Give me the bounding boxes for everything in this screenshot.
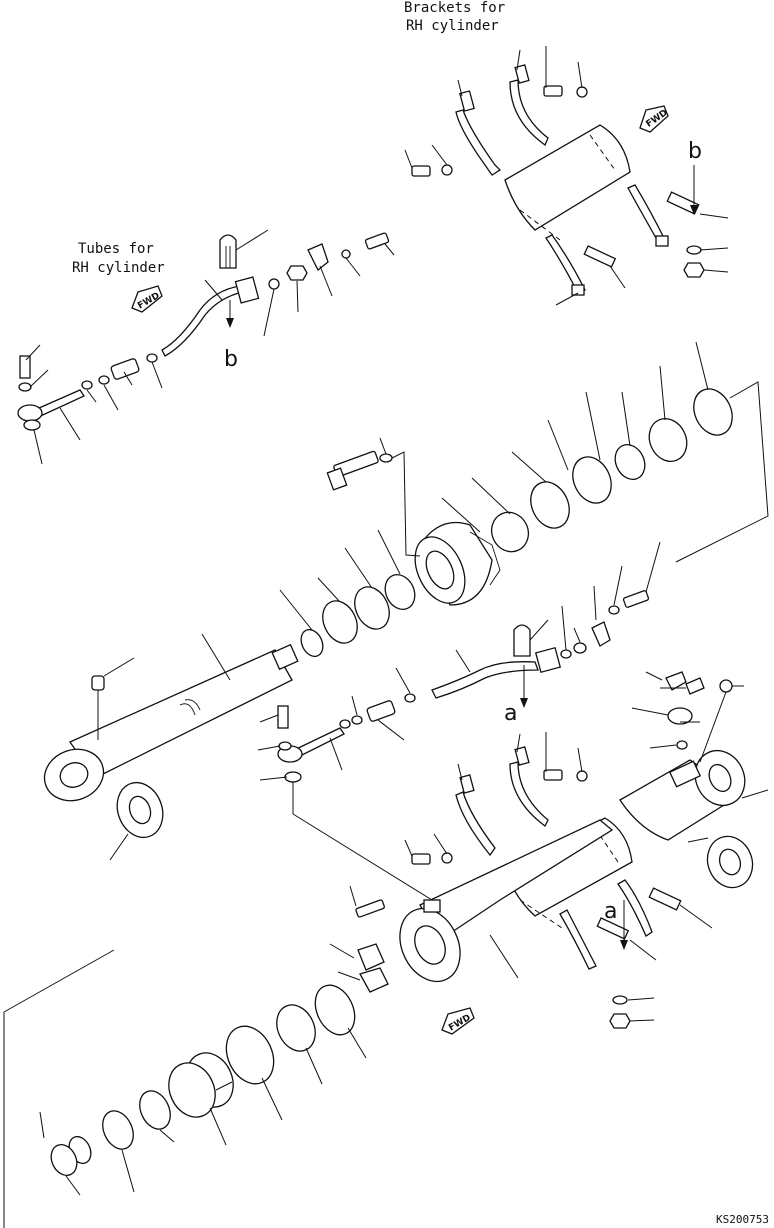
bracket-assembly-lower (404, 732, 713, 1029)
fwd-arrow-bottom: FWD (441, 1007, 475, 1035)
drawing-code: KS200753 (716, 1213, 769, 1226)
cylinder-tube-lower (329, 819, 614, 993)
ref-letter-b-tube: b (224, 347, 238, 372)
bracket-assembly-top (404, 46, 729, 306)
tube-assembly-rh (17, 229, 395, 465)
piston-rod (43, 633, 299, 861)
ref-letter-b-top: b (688, 139, 702, 164)
ref-letter-a-bracket: a (604, 899, 617, 924)
ref-letter-a-tube: a (504, 701, 517, 726)
tubes-caption-line1: Tubes for (78, 241, 154, 257)
fwd-arrow-tubes: FWD (131, 285, 163, 313)
piston-parts-lower (3, 949, 367, 1228)
fwd-arrow-top: FWD (639, 105, 670, 133)
brackets-caption-line2: RH cylinder (406, 18, 499, 34)
tubes-caption-line2: RH cylinder (72, 260, 165, 276)
tube-assembly-lower (257, 541, 661, 910)
cylinder-head-assembly (279, 341, 769, 658)
brackets-caption-line1: Brackets for (404, 0, 505, 16)
cylinder-bottom-assembly (619, 671, 769, 889)
